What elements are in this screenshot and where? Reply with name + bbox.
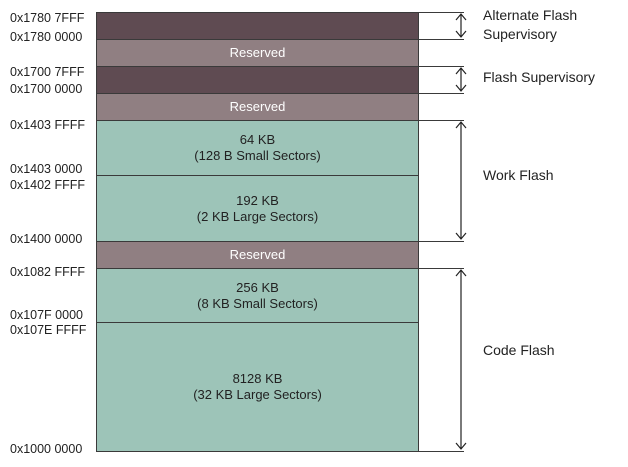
address-work-flash-end: 0x1403 FFFF — [10, 118, 86, 132]
reserved-label: Reserved — [229, 99, 286, 114]
supervisory-label: Flash Supervisory — [483, 69, 596, 85]
boundary-tick — [419, 268, 464, 269]
address-alt-supervisory-end: 0x1780 7FFF — [10, 11, 85, 25]
reserved-region-2: Reserved — [96, 93, 419, 121]
reserved-label: Reserved — [229, 45, 286, 60]
region-size: 192 KB — [236, 192, 279, 208]
boundary-tick — [419, 93, 464, 94]
alt-supervisory-label: Alternate Flash Supervisory — [483, 6, 577, 44]
boundary-tick — [419, 66, 464, 67]
boundary-tick — [419, 241, 464, 242]
region-size: 256 KB — [236, 279, 279, 295]
region-description: (32 KB Large Sectors) — [193, 387, 322, 402]
work-flash-small-region: 64 KB (128 B Small Sectors) — [96, 120, 419, 176]
supervisory-region — [96, 66, 419, 94]
reserved-region-1: Reserved — [96, 39, 419, 67]
boundary-tick — [419, 120, 464, 121]
boundary-tick — [419, 451, 464, 452]
address-code-flash-start: 0x1000 0000 — [10, 442, 83, 456]
reserved-label: Reserved — [229, 247, 286, 262]
boundary-tick — [419, 39, 464, 40]
alt-supervisory-label-line1: Alternate Flash — [483, 7, 578, 23]
code-flash-label: Code Flash — [483, 342, 555, 358]
address-supervisory-start: 0x1700 0000 — [10, 82, 83, 96]
code-flash-large-region: 8128 KB (32 KB Large Sectors) — [96, 322, 419, 452]
work-flash-label: Work Flash — [483, 167, 554, 183]
address-alt-supervisory-start: 0x1780 0000 — [10, 30, 83, 44]
region-size: 8128 KB — [232, 371, 283, 386]
code-flash-small-region: 256 KB (8 KB Small Sectors) — [96, 268, 419, 323]
region-description: (8 KB Small Sectors) — [197, 295, 318, 311]
boundary-tick — [419, 12, 464, 13]
region-description: (2 KB Large Sectors) — [196, 208, 319, 224]
address-code-small-start: 0x107F 0000 — [10, 308, 83, 322]
address-code-large-end: 0x107E FFFF — [10, 323, 87, 337]
alt-supervisory-label-line2: Supervisory — [483, 26, 557, 42]
address-supervisory-end: 0x1700 7FFF — [10, 65, 85, 79]
address-code-flash-end: 0x1082 FFFF — [10, 265, 86, 279]
address-work-flash-start: 0x1400 0000 — [10, 232, 83, 246]
region-size: 64 KB — [239, 132, 276, 147]
address-work-large-end: 0x1402 FFFF — [10, 178, 86, 192]
region-description: (128 B Small Sectors) — [194, 148, 321, 163]
address-work-small-start: 0x1403 0000 — [10, 162, 83, 176]
